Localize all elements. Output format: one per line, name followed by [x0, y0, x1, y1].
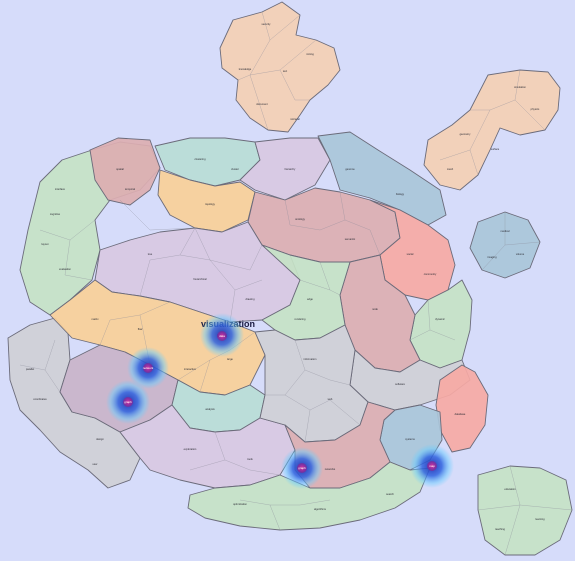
svg-text:education: education — [504, 487, 516, 491]
svg-text:semantic: semantic — [345, 237, 356, 241]
svg-text:large: large — [227, 357, 233, 361]
svg-text:genome: genome — [345, 168, 355, 171]
svg-text:volume: volume — [516, 252, 525, 256]
svg-text:knowledge: knowledge — [239, 67, 252, 71]
svg-text:layout: layout — [42, 242, 49, 246]
svg-text:data: data — [219, 334, 225, 338]
svg-text:biology: biology — [396, 192, 405, 196]
svg-text:drawing: drawing — [245, 297, 255, 301]
svg-text:imaging: imaging — [487, 255, 497, 259]
svg-text:network: network — [143, 366, 154, 370]
svg-text:tree: tree — [148, 252, 153, 256]
svg-text:node: node — [372, 307, 378, 311]
svg-text:learning: learning — [535, 517, 545, 521]
region-green-se-island[interactable] — [478, 466, 572, 555]
svg-text:teaching: teaching — [495, 527, 505, 531]
svg-text:hierarchy: hierarchy — [285, 167, 296, 171]
svg-text:security: security — [262, 22, 272, 26]
svg-text:coordinates: coordinates — [33, 397, 47, 401]
svg-text:algorithms: algorithms — [314, 507, 327, 511]
svg-text:information: information — [304, 357, 317, 361]
svg-text:graph: graph — [124, 400, 132, 404]
svg-text:parallel: parallel — [26, 367, 35, 371]
svg-text:interface: interface — [55, 187, 66, 191]
svg-text:document: document — [256, 102, 268, 106]
svg-text:dynamic: dynamic — [435, 317, 445, 321]
svg-text:matrix: matrix — [91, 317, 99, 321]
svg-text:user: user — [92, 462, 97, 466]
svg-text:flow: flow — [138, 327, 143, 331]
hotspot-graph-south[interactable]: graph — [281, 447, 323, 489]
svg-text:graph: graph — [298, 466, 306, 470]
svg-text:cluster: cluster — [231, 167, 239, 171]
svg-text:design: design — [96, 437, 104, 441]
svg-text:physics: physics — [531, 107, 540, 111]
svg-text:tools: tools — [247, 457, 253, 461]
hotspot-map-southeast[interactable]: map — [410, 444, 454, 488]
svg-text:edge: edge — [307, 297, 313, 301]
svg-text:spatial: spatial — [116, 167, 124, 171]
svg-text:simulation: simulation — [514, 85, 526, 89]
hotspot-data[interactable]: data — [200, 313, 244, 357]
svg-text:topology: topology — [205, 202, 216, 206]
svg-text:surface: surface — [491, 147, 500, 151]
svg-text:mining: mining — [306, 52, 314, 56]
svg-text:interactive: interactive — [184, 367, 196, 371]
svg-text:systems: systems — [405, 437, 415, 441]
svg-text:exploration: exploration — [184, 447, 197, 451]
svg-text:retrieval: retrieval — [290, 117, 300, 121]
svg-text:analysis: analysis — [205, 407, 215, 411]
svg-text:medical: medical — [501, 229, 510, 233]
svg-text:ontology: ontology — [295, 217, 306, 221]
svg-text:search: search — [386, 492, 394, 496]
svg-text:networks: networks — [325, 467, 336, 471]
svg-text:evaluation: evaluation — [59, 267, 71, 271]
svg-text:mesh: mesh — [447, 167, 454, 171]
svg-text:text: text — [283, 69, 287, 73]
hotspot-graph-west[interactable]: graph — [106, 380, 150, 424]
island-east — [470, 212, 540, 278]
svg-text:clustering: clustering — [194, 157, 206, 161]
svg-text:community: community — [424, 272, 437, 276]
island-southeast — [478, 466, 572, 555]
svg-text:optimization: optimization — [233, 502, 247, 506]
svg-text:database: database — [455, 412, 466, 416]
svg-text:map: map — [429, 464, 435, 468]
svg-text:social: social — [407, 252, 414, 256]
svg-text:rendering: rendering — [295, 317, 307, 321]
svg-text:hierarchical: hierarchical — [193, 277, 207, 281]
svg-text:software: software — [395, 382, 405, 386]
svg-text:temporal: temporal — [125, 187, 136, 191]
svg-text:geometry: geometry — [460, 132, 472, 136]
svg-text:web: web — [328, 397, 333, 401]
svg-text:cognitive: cognitive — [50, 212, 61, 216]
